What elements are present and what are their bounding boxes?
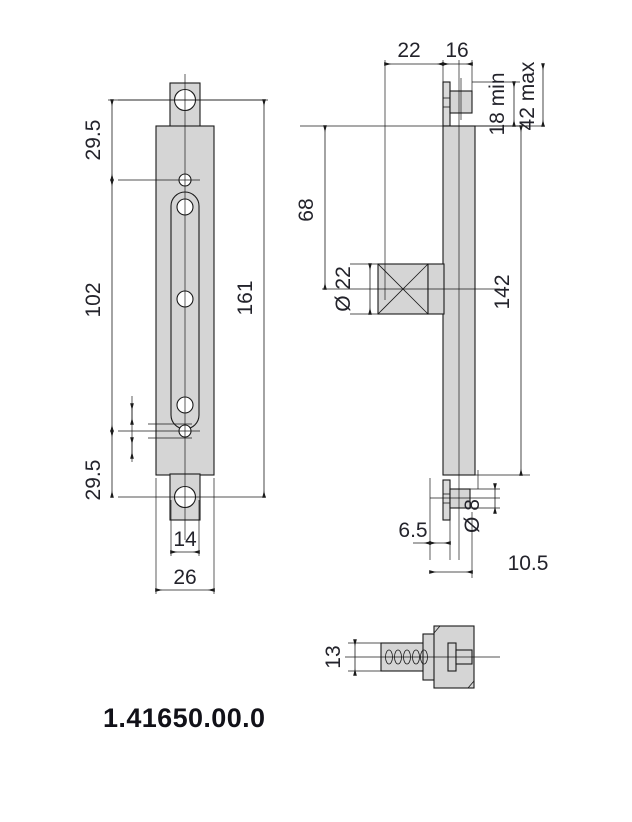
dim-label-dia22: Ø 22: [332, 266, 355, 312]
dim-label-29p5-bottom: 29.5: [82, 460, 105, 501]
screw-detail-view: 13: [322, 625, 500, 689]
dim-label-26: 26: [173, 566, 196, 589]
dim-label-6p5: 6.5: [398, 519, 427, 542]
dim-label-14: 14: [173, 528, 197, 551]
dim-label-142: 142: [491, 274, 514, 309]
dim-label-29p5-top: 29.5: [82, 120, 105, 161]
dim-label-42-max: 42 max: [516, 61, 539, 130]
screw-head-chamfer-left: [433, 625, 441, 634]
dim-label-dia8: Ø 8: [461, 499, 484, 533]
part-number-label: 1.41650.00.0: [103, 703, 265, 733]
dim-label-16: 16: [445, 39, 468, 62]
dim-label-10p5: 10.5: [508, 552, 549, 575]
dim-label-161: 161: [234, 280, 257, 315]
dim-label-13: 13: [322, 645, 345, 668]
side-stud-flange-top: [442, 81, 451, 127]
dim-label-22: 22: [397, 39, 420, 62]
side-pin-boss-bottom: [449, 488, 471, 509]
side-view: 22 16 18 min 42 max 68 Ø 22 142 6.5: [295, 39, 548, 578]
front-view: 29.5 102 29.5 161 14 26: [82, 74, 268, 594]
side-pin-flange-bottom: [442, 479, 451, 521]
dim-label-18-min: 18 min: [486, 72, 509, 135]
screw-head-chamfer-right: [467, 680, 475, 689]
dim-label-102: 102: [82, 282, 105, 317]
dim-label-68: 68: [295, 198, 318, 221]
